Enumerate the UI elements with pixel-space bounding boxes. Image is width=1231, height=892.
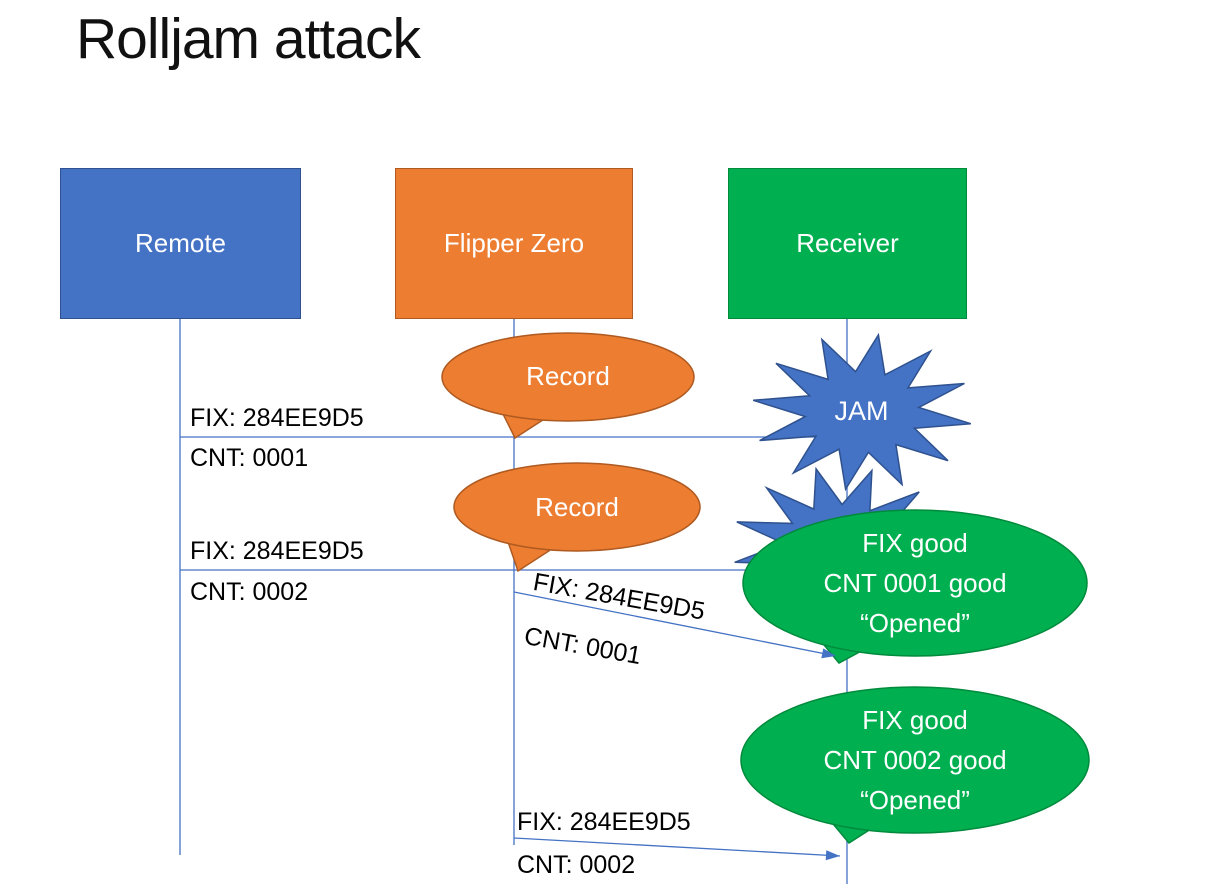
message-4-fix-label: FIX: 284EE9D5: [517, 808, 691, 836]
result-bubble-2-line-1: FIX good: [862, 705, 968, 735]
actor-remote-label: Remote: [134, 228, 227, 258]
actor-remote: Remote: [60, 168, 301, 319]
result-bubble-1-line-2: CNT 0001 good: [823, 568, 1007, 598]
actor-receiver-label: Receiver: [796, 228, 899, 258]
message-4-cnt-label: CNT: 0002: [517, 851, 636, 879]
actor-flipper-zero: Flipper Zero: [395, 168, 633, 319]
message-3-line: [513, 591, 837, 657]
actor-flipper-zero-label: Flipper Zero: [443, 228, 585, 258]
result-bubble-1-line-3: “Opened”: [860, 608, 970, 638]
result-bubble-1: [742, 509, 1088, 657]
result-bubble-2-line-3: “Opened”: [860, 785, 970, 815]
record-bubble-2-text: Record: [535, 492, 619, 522]
record-bubble-1: [441, 332, 695, 422]
record-bubble-1-text: Record: [526, 361, 610, 391]
result-bubble-2-text: FIX good CNT 0002 good “Opened”: [743, 700, 1087, 820]
message-3-arrowhead: [821, 648, 836, 659]
record-bubble-2: [453, 462, 701, 552]
jam-burst-1: [752, 332, 972, 492]
result-bubble-1-text: FIX good CNT 0001 good “Opened”: [743, 523, 1087, 643]
message-4-arrowhead: [825, 850, 840, 861]
result-bubble-1-line-1: FIX good: [862, 528, 968, 558]
slide-title: Rolljam attack: [76, 7, 421, 71]
result-bubble-2-line-2: CNT 0002 good: [823, 745, 1007, 775]
message-4-line: [513, 837, 841, 857]
message-1-fix-label: FIX: 284EE9D5: [190, 404, 364, 432]
jam-burst-text: JAM: [834, 396, 889, 426]
message-1-cnt-label: CNT: 0001: [190, 444, 309, 472]
message-2-cnt-label: CNT: 0002: [190, 578, 309, 606]
message-2-fix-label: FIX: 284EE9D5: [190, 537, 364, 565]
result-bubble-2: [740, 686, 1090, 834]
actor-receiver: Receiver: [728, 168, 967, 319]
